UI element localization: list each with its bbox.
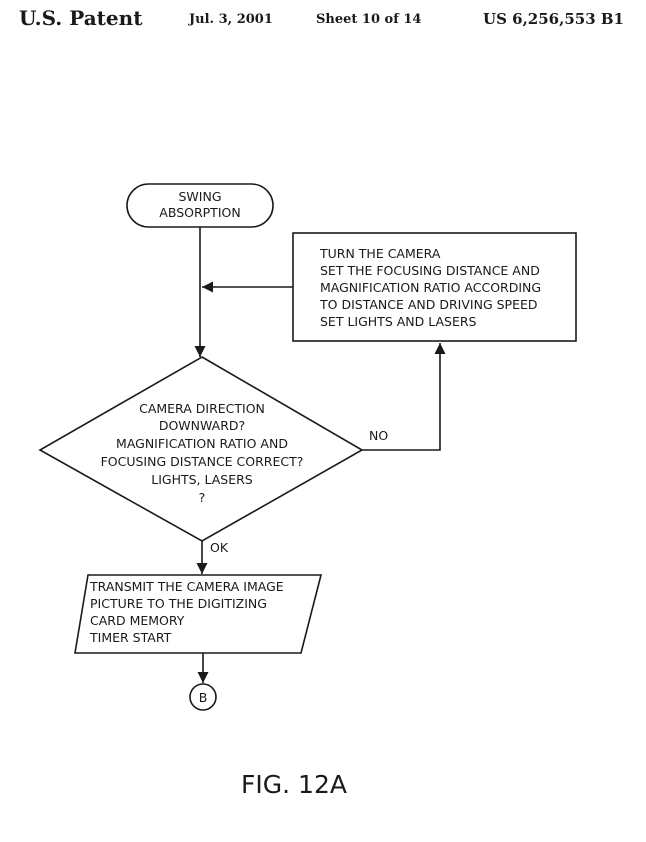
- process-line-2: SET THE FOCUSING DISTANCE AND: [320, 263, 540, 278]
- decision-line-1: CAMERA DIRECTION: [139, 401, 265, 416]
- decision-line-5: LIGHTS, LASERS: [151, 472, 253, 487]
- figure-label: FIG. 12A: [241, 770, 347, 799]
- start-label-line-1: SWING: [178, 189, 221, 204]
- decision-line-6: ?: [199, 490, 206, 505]
- process-line-3: MAGNIFICATION RATIO ACCORDING: [320, 280, 541, 295]
- decision-line-4: FOCUSING DISTANCE CORRECT?: [101, 454, 304, 469]
- io-line-3: CARD MEMORY: [90, 613, 185, 628]
- io-line-2: PICTURE TO THE DIGITIZING: [90, 596, 267, 611]
- no-label: NO: [369, 428, 388, 443]
- io-line-4: TIMER START: [89, 630, 172, 645]
- start-label-line-2: ABSORPTION: [159, 205, 240, 220]
- header-patent-label: U.S. Patent: [19, 6, 143, 30]
- process-box: [292, 232, 577, 342]
- process-line-4: TO DISTANCE AND DRIVING SPEED: [319, 297, 538, 312]
- process-line-5: SET LIGHTS AND LASERS: [320, 314, 477, 329]
- decision-line-3: MAGNIFICATION RATIO AND: [116, 436, 288, 451]
- arrow-no-branch: [362, 343, 446, 451]
- connector-label: B: [199, 690, 208, 705]
- ok-label: OK: [210, 540, 229, 555]
- process-line-1: TURN THE CAMERA: [319, 246, 441, 261]
- header-sheet: Sheet 10 of 14: [316, 12, 422, 27]
- header-date: Jul. 3, 2001: [189, 12, 273, 27]
- io-line-1: TRANSMIT THE CAMERA IMAGE: [89, 579, 284, 594]
- io-parallelogram: [74, 574, 323, 654]
- connector-circle-b: [189, 683, 217, 711]
- decision-line-2: DOWNWARD?: [159, 418, 245, 433]
- header-patent-number: US 6,256,553 B1: [483, 10, 624, 28]
